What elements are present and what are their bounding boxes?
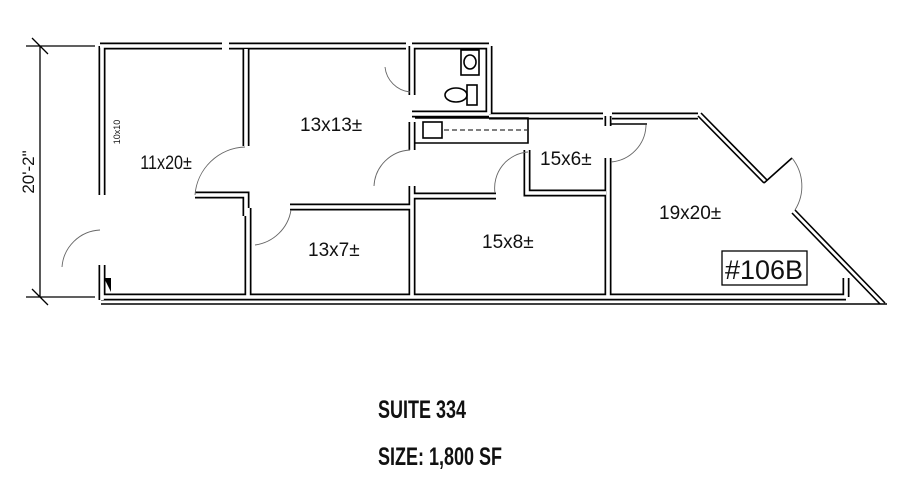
room-label-15x8: 15x8±: [482, 232, 534, 253]
room-label-13x13: 13x13±: [300, 115, 362, 136]
door-swings: [61, 66, 803, 268]
kitchen-sink-icon: [422, 121, 443, 139]
room-label-11x20: 11x20±: [140, 152, 192, 174]
dimension-label: 20'-2": [19, 150, 38, 193]
room-label-15x6: 15x6±: [540, 149, 592, 170]
size-caption: SIZE: 1,800 SF: [378, 442, 502, 471]
closet-label: 10x10: [112, 120, 122, 145]
restroom-fixtures: [104, 49, 529, 292]
walls: [100, 46, 887, 305]
panel-icon: [104, 278, 111, 292]
suite-caption: SUITE 334: [378, 395, 466, 424]
sink-icon: [460, 49, 480, 76]
unit-tag: #106B: [725, 255, 803, 285]
room-label-13x7: 13x7±: [308, 240, 360, 261]
unit-tag-box: [721, 250, 808, 286]
dimension: 20'-2": [19, 37, 95, 306]
toilet-icon: [444, 87, 468, 103]
room-label-19x20: 19x20±: [659, 203, 721, 224]
